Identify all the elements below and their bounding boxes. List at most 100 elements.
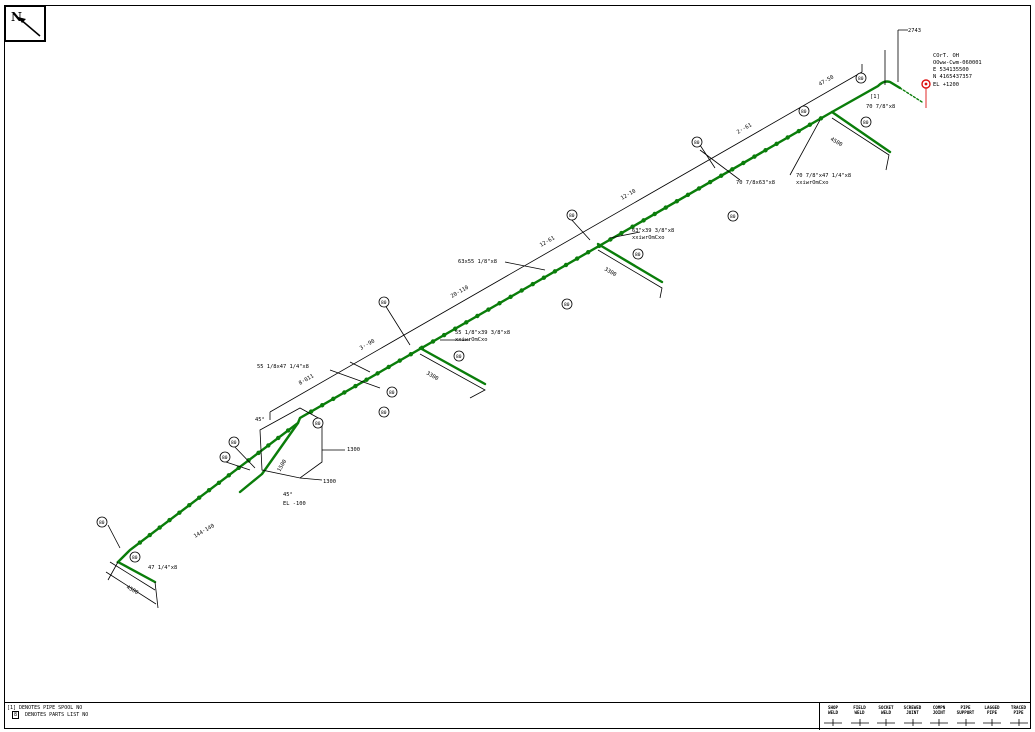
weld-callouts: [96, 72, 872, 563]
legend-symbol-label: SCREWED JOINT: [903, 705, 922, 715]
dim-6: 3··90: [359, 338, 376, 351]
weld-callout-label: 80: [222, 455, 228, 461]
annotation-e: 55 1/8"x39 3/8"x8: [455, 330, 510, 336]
weld-dot: [137, 540, 143, 545]
weld-dot: [226, 473, 232, 478]
weld-callout-label: 80: [381, 410, 387, 416]
weld-dot: [408, 352, 414, 357]
annotation-a: 70 7/8x63"x8: [736, 180, 775, 186]
legend-bar: [1] DENOTES PIPE SPOOL NO 8 DENOTES PART…: [4, 702, 1031, 730]
weld-dot: [818, 116, 824, 121]
weld-dot: [147, 532, 152, 538]
weld-callout-label: 80: [635, 252, 641, 258]
weld-dot: [430, 339, 436, 344]
weld-dot: [785, 135, 790, 140]
weld-dot: [308, 409, 314, 414]
legend-note-parts: 8 DENOTES PARTS LIST NO: [12, 711, 89, 719]
weld-dot: [685, 192, 691, 198]
weld-dot: [574, 256, 580, 261]
legend-symbol-label: PIPE SUPPORT: [956, 705, 975, 715]
legend-symbol-icon: [900, 717, 926, 727]
north-arrow-icon: [18, 17, 41, 37]
legend-symbol-label: COMPN JOINT: [932, 705, 946, 715]
legend-symbol-label: TRACED PIPE: [1010, 705, 1027, 715]
annotation-b2: xxiwrOmCxo: [796, 180, 828, 186]
weld-dot: [630, 224, 635, 229]
weld-dot: [331, 396, 336, 402]
weld-callout-label: 80: [863, 120, 869, 126]
weld-dot: [730, 167, 735, 172]
weld-dot: [741, 160, 746, 166]
weld-dot: [397, 358, 402, 363]
weld-dot: [167, 517, 172, 523]
dim-3: 12·10: [620, 188, 637, 201]
coord-line-3: E 534135500: [933, 67, 969, 73]
annotation-c2: xxiwrOmCxo: [632, 235, 664, 241]
dim-7: 8·011: [298, 373, 315, 386]
dim-8: 144·140: [193, 523, 216, 540]
dim-2: 2··61: [736, 122, 753, 135]
weld-dot: [652, 211, 657, 217]
legend-symbol-label: LAGGED PIPE: [984, 705, 1000, 715]
dim-450-c: 3300: [425, 371, 439, 383]
coord-line-5: EL +1200: [933, 82, 959, 88]
weld-dot: [187, 502, 192, 508]
legend-symbol-icon: [847, 717, 873, 727]
legend-symbol-icon: [979, 717, 1005, 727]
weld-dot: [696, 186, 702, 191]
legend-symbol-icon: [953, 717, 979, 727]
weld-dot: [206, 488, 212, 493]
legend-symbol-label: SHOP WELD: [827, 705, 839, 715]
weld-dot: [441, 332, 447, 338]
angle-b: 45°: [283, 492, 293, 498]
dim-4750: 47·50: [818, 74, 835, 87]
weld-callout-label: 80: [315, 421, 321, 427]
weld-callout-label: 80: [564, 302, 570, 308]
weld-dot: [386, 364, 391, 370]
weld-dot: [364, 377, 369, 382]
weld-dot: [674, 199, 680, 204]
weld-dot: [475, 313, 480, 319]
legend-symbol-icon: [873, 717, 899, 727]
weld-callout-label: 80: [99, 520, 105, 526]
weld-dot: [319, 403, 325, 408]
weld-dot: [752, 154, 757, 159]
weld-dot: [796, 128, 801, 134]
weld-dot: [157, 525, 162, 530]
weld-callout-label: 80: [231, 440, 237, 446]
north-arrow: N: [4, 5, 46, 42]
coord-line-4: N 4165437357: [933, 74, 972, 80]
legend-note-spool: [1] DENOTES PIPE SPOOL NO: [7, 705, 83, 711]
annotation-b: 70 7/8"x47 1/4"x8: [796, 173, 851, 179]
weld-dot: [619, 230, 624, 236]
angle-a: 45°: [255, 417, 265, 423]
weld-dot: [563, 262, 569, 268]
weld-dot: [641, 218, 646, 223]
coordinate-marker: [921, 79, 931, 108]
weld-dot: [718, 173, 724, 178]
drawing-labels: 2743 COrT. OH OOww-Cwm-060001 E 53413550…: [125, 28, 982, 596]
dim-1300-b: 1300: [323, 479, 336, 485]
weld-dot: [552, 269, 558, 274]
weld-dot: [285, 428, 291, 433]
weld-callout-label: 80: [569, 213, 575, 219]
weld-dot: [419, 345, 425, 351]
weld-callout-label: 80: [456, 354, 462, 360]
dim-450-a: 4500: [829, 137, 843, 149]
weld-callout-label: 80: [694, 140, 700, 146]
weld-dot: [375, 371, 380, 376]
weld-dot: [519, 288, 524, 293]
weld-dot: [342, 390, 347, 395]
weld-dot: [530, 281, 535, 287]
weld-points: [137, 116, 824, 545]
annotation-g: 47 1/4"x8: [148, 565, 177, 571]
weld-callout-label: 80: [381, 300, 387, 306]
weld-callout-label: 80: [801, 109, 807, 115]
weld-callout-label: 80: [132, 555, 138, 561]
weld-dot: [464, 320, 469, 325]
weld-dot: [276, 435, 281, 441]
legend-symbol-label: SOCKET WELD: [878, 705, 894, 715]
weld-callout-label: 80: [730, 214, 736, 220]
